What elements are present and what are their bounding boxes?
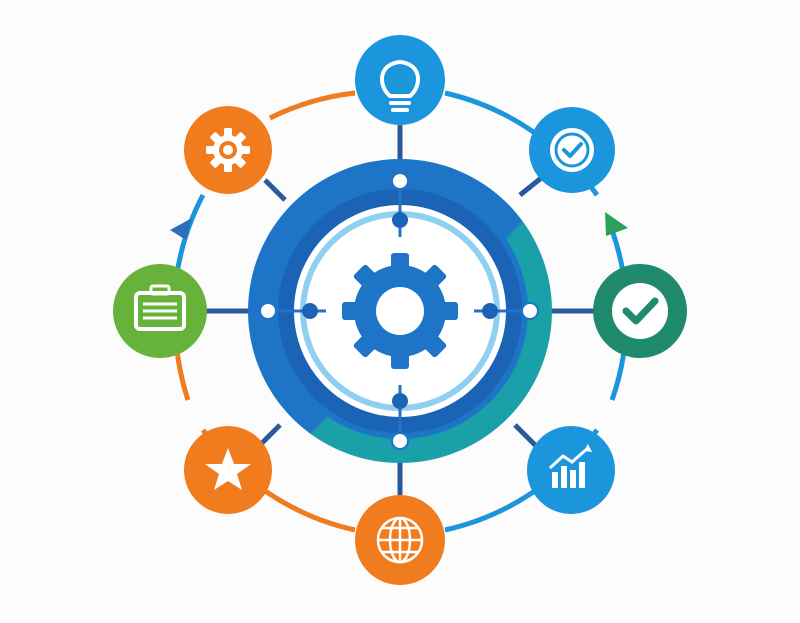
ring-arc-top-left [268,90,356,121]
ring-arc-left-upper [173,193,206,281]
gear-icon [206,128,250,172]
central-hub [248,159,552,463]
growth-chart-icon [548,444,592,488]
globe-icon [376,516,424,564]
check-icon [612,283,668,339]
node-bottom [355,495,445,585]
node-left [113,264,207,358]
briefcase-icon [134,284,186,331]
node-top-right [529,107,615,193]
node-bottom-left [184,426,272,514]
arrow-right-icon [605,212,628,236]
central-gear-icon [342,253,458,369]
node-top-left [184,106,272,194]
node-right [593,264,687,358]
arrow-up-left-icon [170,218,192,240]
lightbulb-icon [380,59,420,112]
node-bottom-right [527,426,615,514]
node-top [355,35,445,125]
hub-dots [259,172,539,450]
badge-check-icon [550,128,594,172]
star-icon [205,448,251,490]
